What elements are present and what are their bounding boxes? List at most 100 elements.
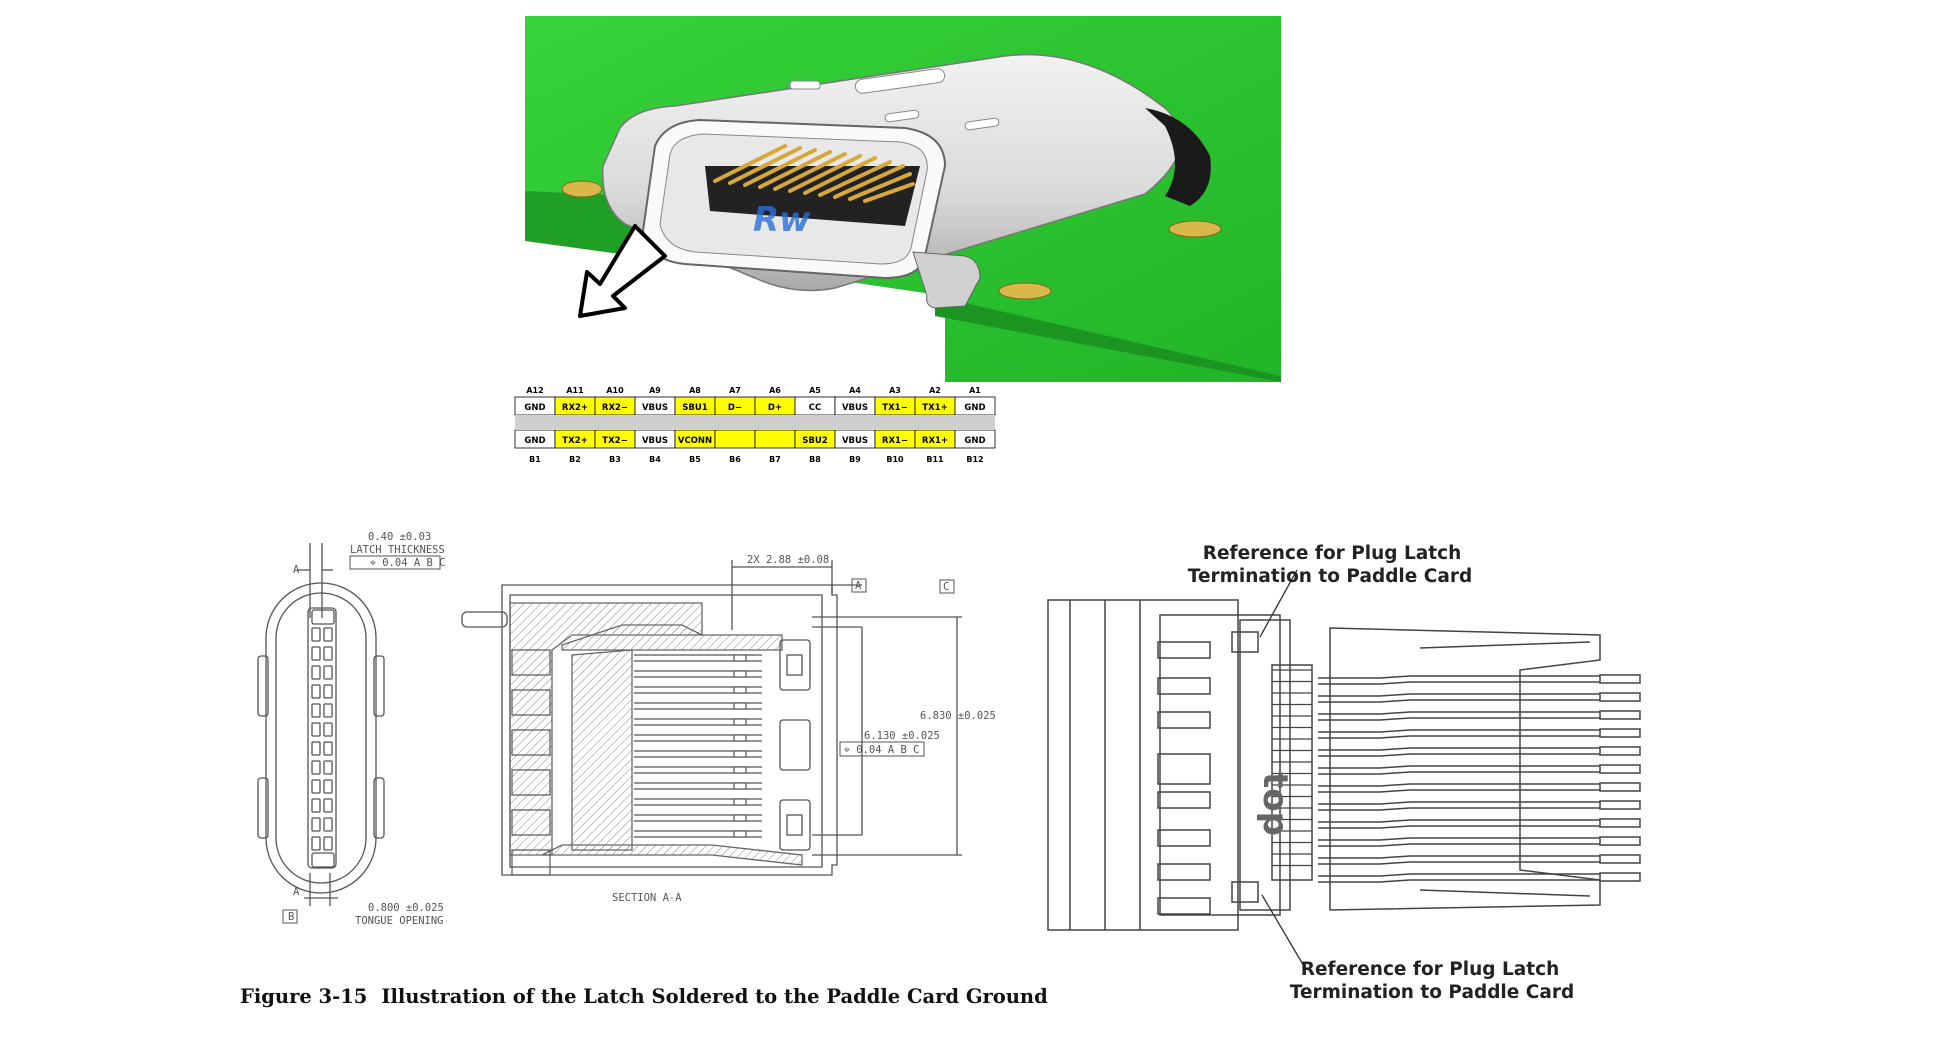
datum-c: C (943, 581, 949, 593)
contact-tab (733, 798, 747, 806)
paddle-trace (1318, 765, 1640, 769)
contact-slot (323, 760, 333, 775)
paddle-trace (1318, 771, 1640, 775)
housing-rib (511, 769, 551, 796)
pin-signal-bottom: VBUS (642, 436, 668, 446)
contact-slot (311, 817, 321, 832)
pin-label-bottom: B8 (809, 455, 821, 464)
contact-tab (733, 670, 747, 678)
wire-end (1599, 800, 1641, 810)
solder-pad (561, 180, 603, 198)
tongue-tip (311, 852, 335, 868)
housing-rib (511, 849, 551, 876)
latch-label: LATCH THICKNESS (350, 544, 445, 556)
pin-signal-bottom: GND (964, 436, 985, 446)
pin-label-top: A5 (809, 386, 821, 395)
dim-6130-tol: ⌖ 0.04 A B C (844, 744, 919, 756)
pin-signal-bottom: RX1+ (922, 436, 948, 446)
pin-signal-bottom: RX1− (882, 436, 908, 446)
housing-rib (511, 689, 551, 716)
wire-end (1599, 782, 1641, 792)
ref-top-line1: Reference for Plug Latch (1203, 543, 1462, 564)
figure-title: Illustration of the Latch Soldered to th… (381, 985, 1048, 1008)
tongue-label: TONGUE OPENING (355, 915, 444, 927)
pin-label-top: A11 (566, 386, 584, 395)
contact-slot (323, 703, 333, 718)
pin-signal-top: TX1− (882, 403, 907, 413)
paddle-trace (1318, 675, 1640, 679)
plug-window (1157, 863, 1211, 881)
pin-label-bottom: B1 (529, 455, 541, 464)
pin-signal-top: CC (809, 403, 821, 413)
dim-6130: 6.130 ±0.025 (864, 730, 940, 742)
paddle-trace (1318, 873, 1640, 877)
paddle-trace (1318, 717, 1640, 721)
pin-signal-bottom: TX2− (602, 436, 627, 446)
wire-end (1599, 764, 1641, 774)
contact-tab (733, 654, 747, 662)
pin-label-top: A3 (889, 386, 901, 395)
plug-window (1157, 677, 1211, 695)
contact-slot (311, 627, 321, 642)
tongue-dim: 0.800 ±0.025 (368, 902, 444, 914)
contact-tab (733, 766, 747, 774)
latch-dim: 0.40 ±0.03 (368, 531, 431, 543)
paddle-trace (1318, 747, 1640, 751)
paddle-trace (1318, 711, 1640, 715)
paddle-trace (1318, 699, 1640, 703)
paddle-trace (1318, 789, 1640, 793)
contact-slot (311, 779, 321, 794)
tongue-section (571, 649, 633, 851)
wire-end (1599, 728, 1641, 738)
pin-signal-top: GND (964, 403, 985, 413)
contact-slot (323, 741, 333, 756)
pin-signal-top: D− (728, 403, 742, 413)
ref-bottom-line1: Reference for Plug Latch (1301, 959, 1560, 980)
paddle-trace (1318, 843, 1640, 847)
pin-label-top: A10 (606, 386, 624, 395)
housing-rib (511, 649, 551, 676)
contact-slot (311, 741, 321, 756)
width-dim: 2X 2.88 ±0.08 (747, 554, 829, 566)
paddle-trace (1318, 753, 1640, 757)
pin-label-bottom: B12 (966, 455, 983, 464)
paddle-trace (1318, 807, 1640, 811)
tongue-band (515, 415, 995, 430)
ref-top-line2: Termination to Paddle Card (1188, 566, 1472, 587)
contact-slot (311, 703, 321, 718)
paddle-trace (1318, 861, 1640, 865)
pin-label-bottom: B4 (649, 455, 661, 464)
contact-slot (323, 646, 333, 661)
solder-pad (998, 282, 1052, 300)
pin-signal-bottom: VCONN (678, 436, 712, 446)
pin-signal-bottom: SBU2 (802, 436, 828, 446)
pin-signal-top: VBUS (842, 403, 868, 413)
pin-label-top: A7 (729, 386, 741, 395)
pin-label-bottom: B6 (729, 455, 741, 464)
pin-signal-bottom: TX2+ (562, 436, 587, 446)
plug-window (1157, 641, 1211, 659)
paddle-trace (1318, 837, 1640, 841)
latch-tolerance: ⌖ 0.04 A B C (370, 557, 445, 569)
paddle-trace (1318, 735, 1640, 739)
wire-end (1599, 872, 1641, 882)
tongue-tip (311, 609, 335, 625)
contact-slot (323, 627, 333, 642)
contact-tab (733, 734, 747, 742)
contact-slot (323, 722, 333, 737)
pin-signal-top: RX2− (602, 403, 628, 413)
pin-label-bottom: B9 (849, 455, 861, 464)
paddle-trace (1318, 879, 1640, 883)
plug-window (1157, 711, 1211, 729)
paddle-trace (1318, 825, 1640, 829)
pin-cell-bottom (714, 429, 756, 449)
pin-signal-top: RX2+ (562, 403, 588, 413)
pin-label-top: A1 (969, 386, 981, 395)
plug-window (1157, 829, 1211, 847)
wire-end (1599, 710, 1641, 720)
pin-cell-bottom (754, 429, 796, 449)
pin-label-top: A6 (769, 386, 781, 395)
paddle-trace (1318, 783, 1640, 787)
housing-rib (511, 809, 551, 836)
